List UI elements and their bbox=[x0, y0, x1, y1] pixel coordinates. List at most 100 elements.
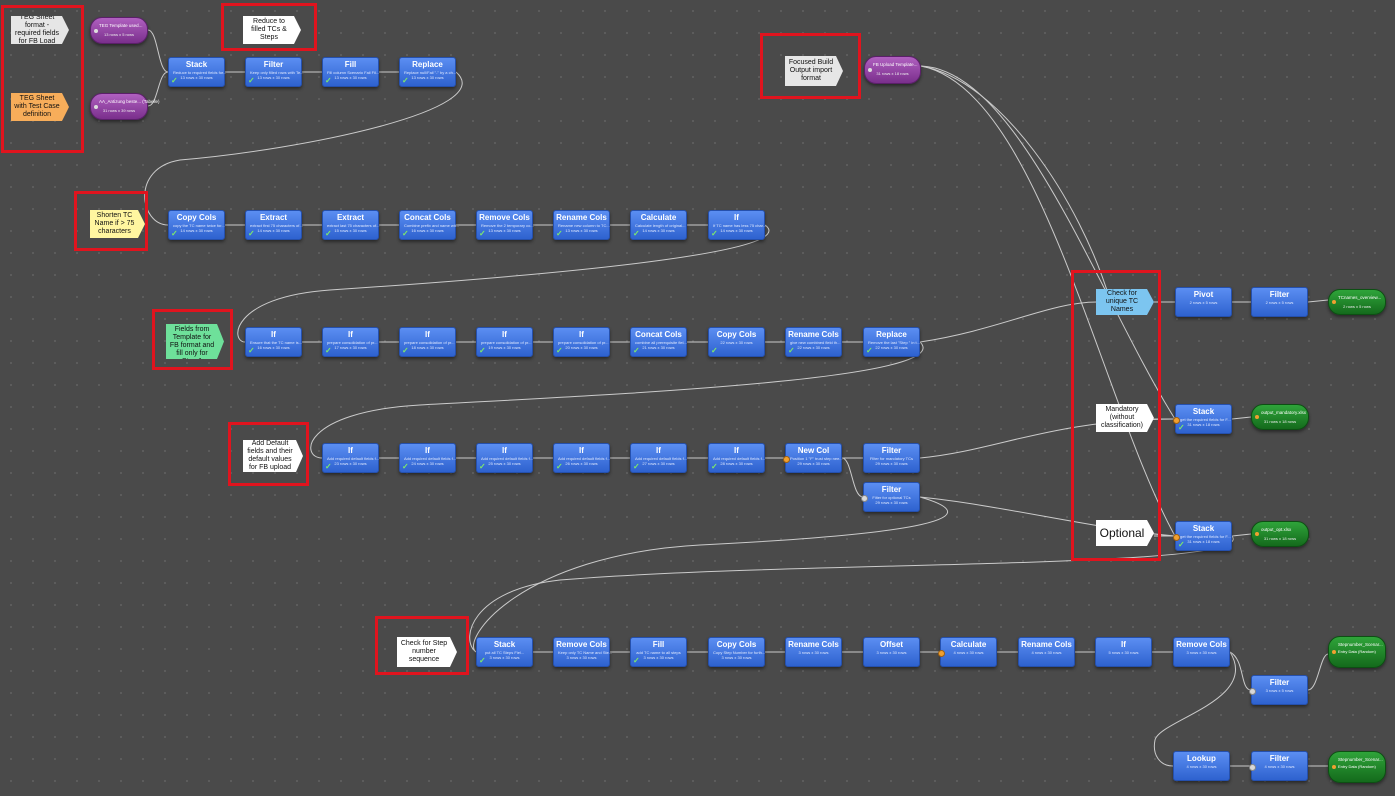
node-label: Replace bbox=[876, 330, 907, 339]
node-rows: 13 rows x 30 rows bbox=[411, 75, 444, 80]
output-stepnumber-1[interactable]: Stepnumber_Scenar... Entry Data (Random) bbox=[1328, 636, 1386, 668]
input-port-icon[interactable] bbox=[1173, 533, 1180, 541]
output-stepnumber-2[interactable]: Stepnumber_Scenar... Entry Data (Random) bbox=[1328, 751, 1386, 783]
input-port-icon[interactable] bbox=[1249, 687, 1256, 695]
check-icon: ✓ bbox=[711, 462, 718, 471]
check-icon: ✓ bbox=[556, 462, 563, 471]
node-desc: extract last 75 characters of... bbox=[327, 223, 380, 228]
node-label: If bbox=[348, 330, 353, 339]
highlight-box-add-default bbox=[228, 422, 309, 486]
node-label: Rename Cols bbox=[788, 330, 839, 339]
output-title: output_opt.xlsx bbox=[1261, 527, 1292, 532]
output-optional[interactable]: output_opt.xlsx 31 rows x 18 rows bbox=[1251, 521, 1309, 547]
source-aa[interactable]: AA_Antizung beste... (Tabelle) 31 rows x… bbox=[90, 93, 160, 120]
node-rows: 3 rows x 30 rows bbox=[876, 650, 907, 655]
node-label: If bbox=[502, 330, 507, 339]
source-title: FB Upload Template... bbox=[873, 62, 918, 67]
check-icon: ✓ bbox=[711, 229, 718, 238]
check-icon: ✓ bbox=[711, 346, 718, 355]
source-template[interactable]: TEG Template used... 13 rows x 5 rows bbox=[90, 17, 148, 44]
output-mandatory[interactable]: output_mandatory.xlsx 31 rows x 18 rows bbox=[1251, 404, 1309, 430]
input-port-icon[interactable] bbox=[861, 494, 868, 502]
input-port-icon[interactable] bbox=[783, 455, 790, 463]
node-rows: 28 rows x 30 rows bbox=[720, 461, 753, 466]
node-rows: 3 rows x 30 rows bbox=[643, 655, 674, 660]
note-combine: Combine Fields from Template for FB form… bbox=[166, 324, 224, 359]
output-tcnames[interactable]: TCnames_overview... 2 rows x 5 rows bbox=[1328, 289, 1386, 315]
node-label: If bbox=[425, 446, 430, 455]
output-rows: 2 rows x 5 rows bbox=[1343, 304, 1371, 309]
node-rows: 3 rows x 30 rows bbox=[489, 655, 520, 660]
node-rows: 2 rows x 5 rows bbox=[1265, 300, 1294, 305]
node-rows: 15 rows x 30 rows bbox=[334, 228, 367, 233]
node-desc: Fill column Scenario Fail Fil... bbox=[327, 70, 380, 75]
node-rows: 14 rows x 30 rows bbox=[180, 228, 213, 233]
input-port-icon[interactable] bbox=[1249, 763, 1256, 771]
node-rows: 3 rows x 30 rows bbox=[1186, 650, 1217, 655]
output-title: output_mandatory.xlsx bbox=[1261, 410, 1306, 415]
node-desc: copy the TC name twice for... bbox=[173, 223, 225, 228]
check-icon: ✓ bbox=[171, 76, 178, 85]
node-desc: get the required fields for F... bbox=[1180, 534, 1231, 539]
node-rows: 3 rows x 5 rows bbox=[1265, 688, 1294, 693]
note-check-unique: Check for unique TC Names bbox=[1096, 289, 1154, 315]
node-desc: Add required default fields f... bbox=[713, 456, 766, 461]
node-label: Remove Cols bbox=[1176, 640, 1227, 649]
source-port bbox=[94, 104, 98, 109]
source-upload[interactable]: FB Upload Template... 31 rows x 18 rows bbox=[864, 56, 921, 84]
node-rows: 17 rows x 30 rows bbox=[334, 345, 367, 350]
input-port-icon[interactable] bbox=[938, 649, 945, 657]
input-port-icon[interactable] bbox=[1173, 416, 1180, 424]
node-rows: 13 rows x 30 rows bbox=[488, 228, 521, 233]
node-label: If bbox=[271, 330, 276, 339]
node-desc: add TC name to all steps bbox=[636, 650, 681, 655]
